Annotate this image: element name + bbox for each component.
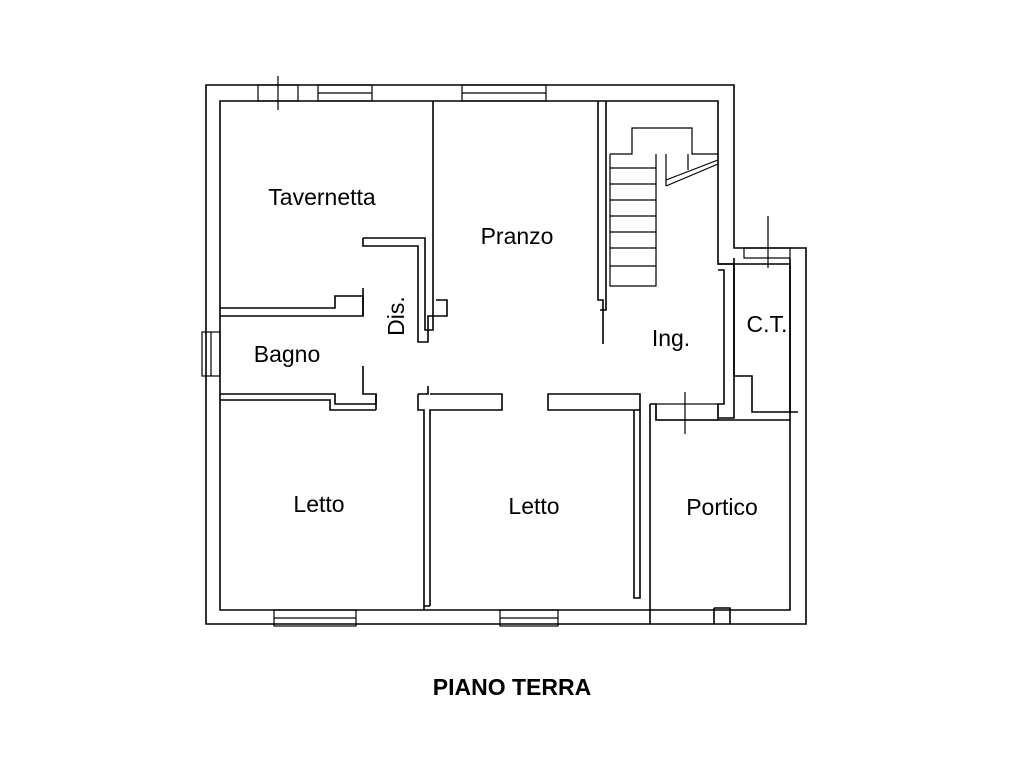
room-label-portico: Portico [686, 494, 758, 520]
room-label-letto-1: Letto [293, 491, 344, 517]
room-label-ct: C.T. [747, 311, 788, 337]
staircase [609, 127, 719, 287]
windows [201, 76, 791, 627]
room-label-pranzo: Pranzo [481, 223, 554, 249]
room-label-tavernetta: Tavernetta [268, 184, 376, 210]
room-label-bagno: Bagno [254, 341, 321, 367]
room-label-letto-2: Letto [508, 493, 559, 519]
room-label-dis: Dis. [383, 296, 409, 336]
plan-title: PIANO TERRA [432, 674, 592, 700]
room-label-ingresso: Ing. [652, 325, 690, 351]
room-labels: Tavernetta Pranzo Dis. Bagno Ing. C.T. L… [254, 184, 788, 520]
